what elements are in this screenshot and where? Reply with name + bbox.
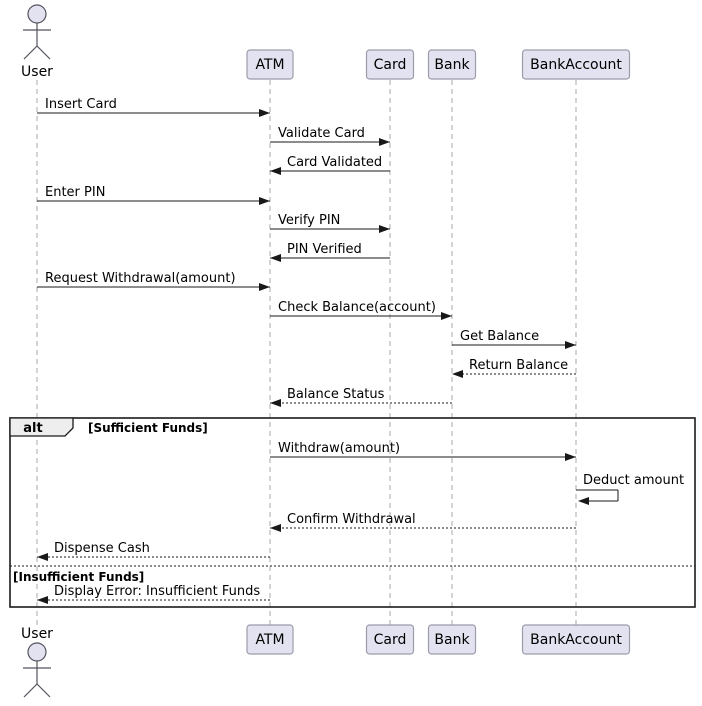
actor-head-user-top bbox=[27, 4, 47, 24]
alt-fragment-frame bbox=[9, 417, 696, 608]
actor-leg-left-user-bottom bbox=[23, 683, 38, 698]
condition-label-insufficient: [Insufficient Funds] bbox=[13, 570, 144, 584]
message-arrowhead bbox=[270, 524, 281, 532]
participant-label-user-top: User bbox=[21, 64, 53, 80]
participant-label-atm-bottom: ATM bbox=[255, 632, 284, 648]
participant-box-bank-top bbox=[427, 49, 477, 80]
condition-label-sufficient: [Sufficient Funds] bbox=[88, 421, 208, 435]
message-label: Withdraw(amount) bbox=[278, 441, 400, 456]
message-label: Get Balance bbox=[460, 329, 539, 344]
message-label: Insert Card bbox=[45, 97, 117, 112]
message-label: Confirm Withdrawal bbox=[287, 512, 416, 527]
actor-head-user-bottom bbox=[27, 642, 47, 662]
message-arrowhead bbox=[259, 109, 270, 117]
participant-box-atm-bottom bbox=[246, 624, 294, 655]
alt-operator-label: alt bbox=[23, 421, 42, 436]
message-arrowhead bbox=[270, 399, 281, 407]
message-label: Dispense Cash bbox=[54, 541, 150, 556]
message-label: Return Balance bbox=[469, 358, 568, 373]
participant-box-bankaccount-bottom bbox=[521, 624, 631, 655]
message-label: Enter PIN bbox=[45, 185, 105, 200]
message-label: Balance Status bbox=[287, 387, 385, 402]
participant-label-card-top: Card bbox=[374, 57, 407, 73]
message-arrowhead bbox=[565, 341, 576, 349]
actor-leg-left-user-top bbox=[23, 45, 38, 60]
message-label: Display Error: Insufficient Funds bbox=[54, 584, 260, 599]
actor-leg-right-user-top bbox=[36, 45, 51, 60]
participant-label-bank-top: Bank bbox=[434, 57, 470, 73]
alt-operator-tab bbox=[9, 417, 74, 437]
participant-box-card-top bbox=[365, 49, 415, 80]
message-arrowhead bbox=[379, 138, 390, 146]
message-label: PIN Verified bbox=[287, 242, 362, 257]
message-label: Check Balance(account) bbox=[278, 300, 436, 315]
message-arrowhead bbox=[37, 553, 48, 561]
message-label: Card Validated bbox=[287, 155, 382, 170]
participant-box-bankaccount-top bbox=[521, 49, 631, 80]
message-arrowhead bbox=[379, 225, 390, 233]
participant-label-card-bottom: Card bbox=[374, 632, 407, 648]
message-arrowhead bbox=[441, 312, 452, 320]
message-label: Verify PIN bbox=[278, 213, 340, 228]
message-arrowhead bbox=[270, 254, 281, 262]
participant-label-bankaccount-top: BankAccount bbox=[530, 57, 622, 73]
participant-label-bank-bottom: Bank bbox=[434, 632, 470, 648]
actor-leg-right-user-bottom bbox=[36, 683, 51, 698]
participant-box-atm-top bbox=[246, 49, 294, 80]
message-arrowhead bbox=[452, 370, 463, 378]
message-arrowhead bbox=[565, 453, 576, 461]
message-arrowhead bbox=[270, 167, 281, 175]
message-label: Request Withdrawal(amount) bbox=[45, 271, 236, 286]
participant-label-user-bottom: User bbox=[21, 626, 53, 642]
message-arrowhead bbox=[259, 283, 270, 291]
participant-label-bankaccount-bottom: BankAccount bbox=[530, 632, 622, 648]
message-label: Deduct amount bbox=[583, 473, 684, 488]
message-arrowhead bbox=[578, 497, 589, 505]
message-arrowhead bbox=[259, 197, 270, 205]
message-arrowhead bbox=[37, 596, 48, 604]
participant-box-card-bottom bbox=[365, 624, 415, 655]
participant-label-atm-top: ATM bbox=[255, 57, 284, 73]
participant-box-bank-bottom bbox=[427, 624, 477, 655]
message-label: Validate Card bbox=[278, 126, 365, 141]
